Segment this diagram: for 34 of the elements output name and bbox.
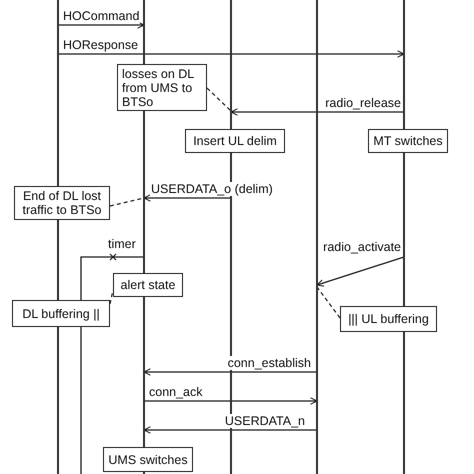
note-box: ||| UL buffering (340, 306, 437, 332)
note-box: End of DL lost traffic to BTSo (14, 186, 110, 220)
note-box: UMS switches (103, 447, 193, 472)
note-box: losses on DL from UMS to BTSo (117, 64, 207, 111)
lifeline (403, 0, 405, 474)
message-arrow (58, 50, 405, 58)
message-arrow (143, 368, 317, 376)
leader-line (110, 197, 144, 207)
edge-label: conn_ack (148, 385, 204, 399)
message-arrow (144, 397, 318, 405)
message-arrow (143, 426, 317, 434)
edge-label: USERDATA_n (224, 414, 306, 428)
note-box: DL buffering || (12, 300, 110, 327)
lifeline (230, 0, 232, 474)
timer-label: timer (108, 237, 136, 251)
lifeline (143, 0, 145, 474)
message-arrow (143, 194, 231, 202)
message-arrow (230, 108, 404, 116)
message-arrow (316, 256, 404, 287)
leader-line (316, 286, 340, 318)
lifeline (316, 0, 318, 474)
edge-label: HOCommand (62, 9, 140, 23)
edge-label: radio_release (324, 96, 402, 110)
leader-line (206, 88, 232, 112)
edge-label: radio_activate (322, 240, 402, 254)
lifeline (57, 0, 59, 474)
edge-label: HOResponse (62, 38, 140, 52)
note-box: alert state (113, 273, 183, 297)
message-arrow (58, 21, 145, 29)
edge-label: conn_establish (226, 356, 312, 370)
note-box: MT switches (368, 129, 448, 153)
edge-label: USERDATA_o (delim) (150, 182, 274, 196)
note-box: Insert UL delim (185, 129, 285, 153)
leader-line (109, 290, 114, 304)
